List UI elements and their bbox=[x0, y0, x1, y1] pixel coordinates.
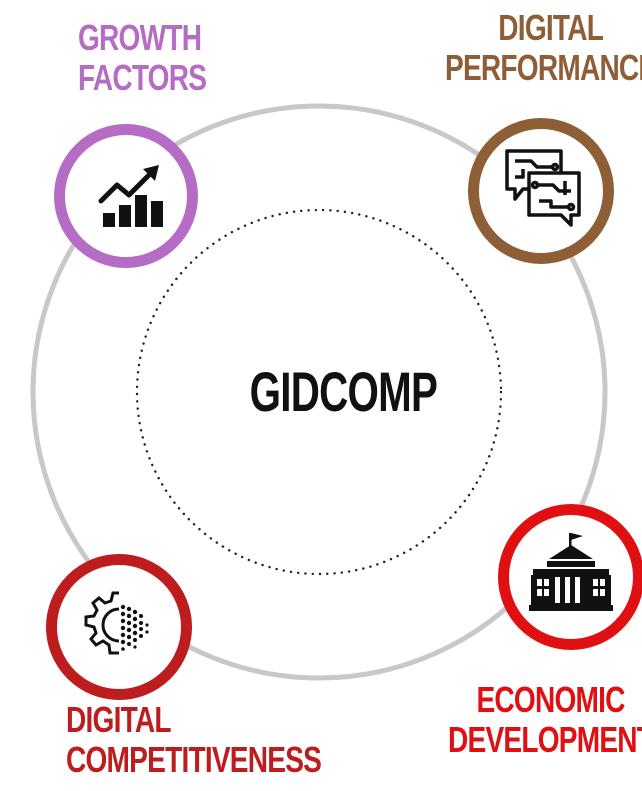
inner-dotted-ring bbox=[135, 208, 503, 576]
digital-performance-label-line1: DIGITAL bbox=[498, 7, 604, 48]
digital-competitiveness-badge bbox=[46, 554, 192, 700]
growth-chart-icon bbox=[98, 165, 163, 227]
growth-factors-label: GROWTH FACTORS bbox=[78, 17, 207, 98]
digital-performance-label: DIGITAL PERFORMANCE bbox=[445, 8, 642, 88]
growth-factors-label-line1: GROWTH bbox=[78, 17, 202, 58]
digital-competitiveness-label: DIGITAL COMPETITIVENESS bbox=[66, 699, 322, 780]
economic-development-label-line1: ECONOMIC bbox=[476, 679, 625, 720]
digital-competitiveness-label-line1: DIGITAL bbox=[66, 699, 172, 740]
chat-circuit-icon bbox=[505, 149, 581, 227]
economic-development-badge bbox=[498, 504, 642, 650]
outer-ring bbox=[30, 103, 608, 681]
growth-factors-label-line2: FACTORS bbox=[78, 57, 207, 98]
center-title: GIDCOMP bbox=[249, 360, 438, 423]
economic-development-label: ECONOMIC DEVELOPMENT bbox=[448, 680, 642, 760]
digital-performance-badge bbox=[468, 118, 614, 264]
digital-performance-label-line2: PERFORMANCE bbox=[445, 47, 642, 88]
digital-competitiveness-label-line2: COMPETITIVENESS bbox=[66, 739, 322, 780]
economic-development-label-line2: DEVELOPMENT bbox=[448, 719, 642, 760]
digital-gear-icon bbox=[84, 591, 149, 655]
government-building-icon bbox=[529, 533, 613, 611]
growth-factors-badge bbox=[54, 124, 198, 268]
